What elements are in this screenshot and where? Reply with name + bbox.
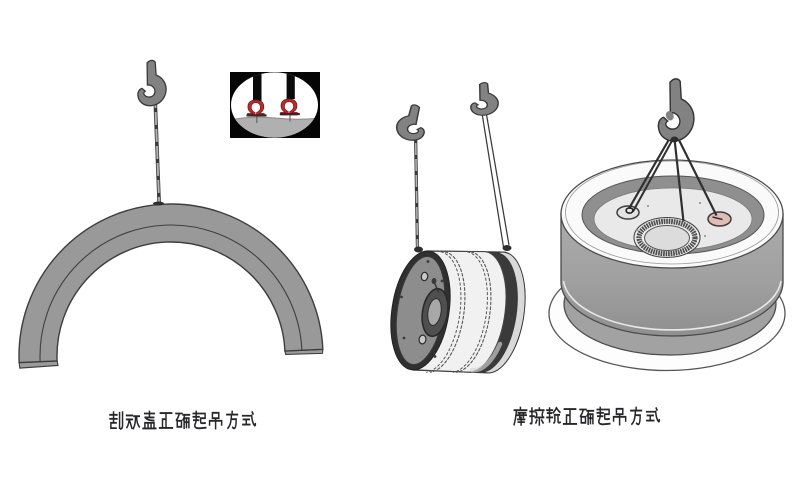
svg-text:Ω: Ω <box>247 95 265 121</box>
svg-text:Ω: Ω <box>280 94 298 120</box>
